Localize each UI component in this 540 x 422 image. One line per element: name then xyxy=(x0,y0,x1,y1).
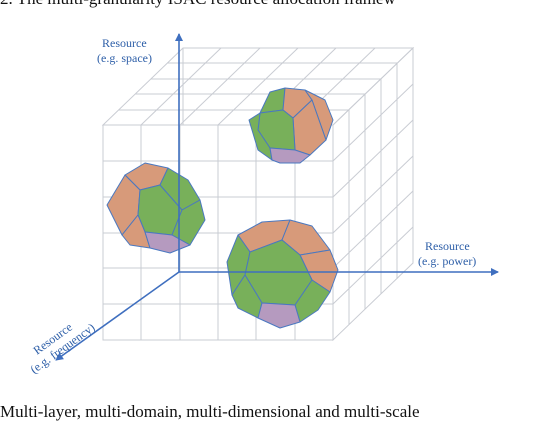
resource-block-bottom xyxy=(226,219,339,329)
grid-top-lines xyxy=(119,47,397,126)
block-face-green xyxy=(171,199,206,246)
axis-space-label-2: (e.g. space) xyxy=(97,51,152,65)
axes xyxy=(55,33,499,361)
axis-power-label-1: Resource xyxy=(425,239,470,253)
caption-top: 2. The multi-granularity ISAC resource a… xyxy=(0,0,540,11)
block-face-orange xyxy=(304,89,334,141)
axis-frequency-arrow xyxy=(55,271,180,361)
resource-block-top-right xyxy=(248,87,334,164)
block-face-purple xyxy=(257,302,301,329)
block-face-green xyxy=(259,87,286,114)
resource-block-left xyxy=(106,162,206,254)
block-face-green xyxy=(294,279,331,323)
axis-space-label-1: Resource xyxy=(102,36,147,50)
grid-right-lines xyxy=(332,63,414,325)
axis-power-label-2: (e.g. power) xyxy=(418,254,476,268)
block-face-purple xyxy=(269,147,311,164)
caption-bottom: Multi-layer, multi-domain, multi-dimensi… xyxy=(0,402,420,421)
